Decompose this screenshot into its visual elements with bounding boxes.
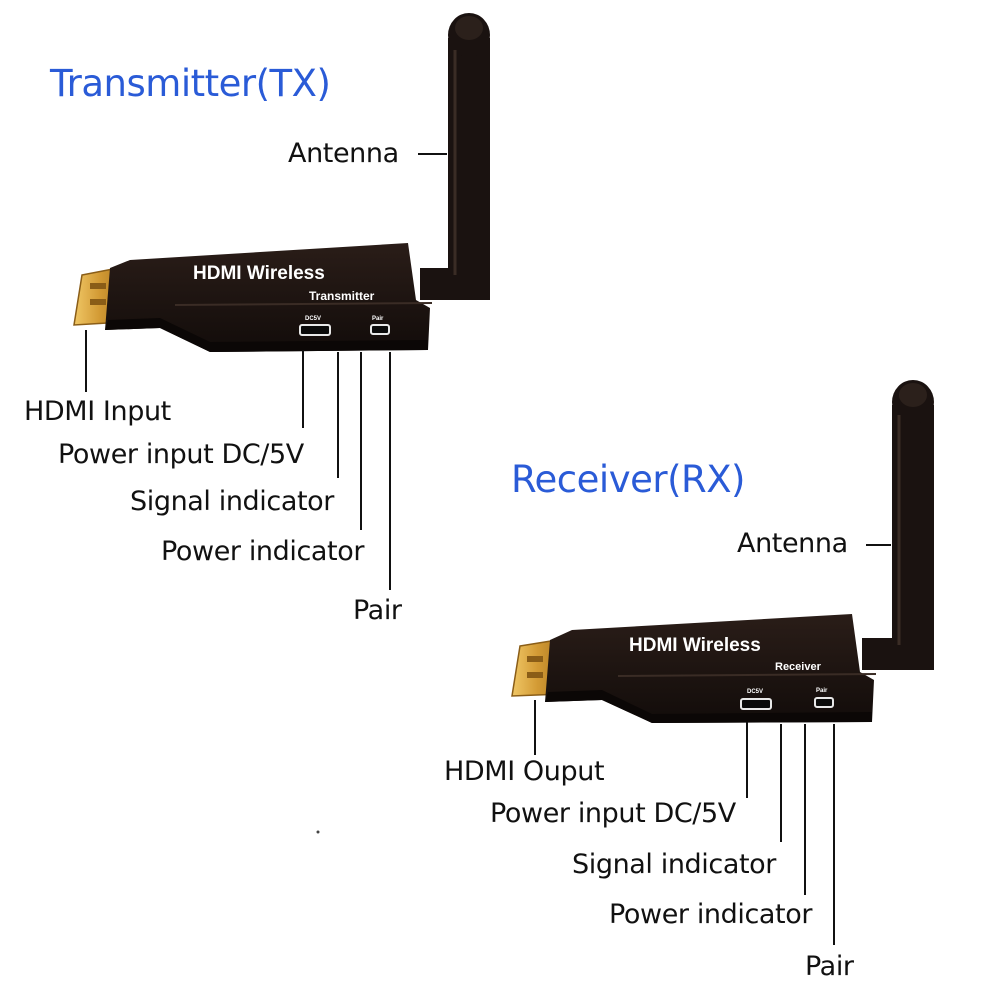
rx-port-dc-label: DC5V [747, 689, 763, 695]
tx-port-pair-label: Pair [372, 316, 384, 322]
rx-signal-indicator-label: Signal indicator [572, 849, 776, 880]
tx-port-dc-label: DC5V [305, 316, 321, 322]
rx-power-indicator-label: Power indicator [609, 899, 813, 930]
tx-body [105, 243, 433, 352]
tx-leader-lines [85, 153, 447, 590]
tx-pair-button [370, 324, 390, 335]
tx-pair-label: Pair [353, 595, 402, 626]
rx-device-sub: Receiver [775, 661, 822, 673]
rx-hdmi-output-label: HDMI Ouput [444, 756, 605, 787]
tx-antenna [420, 13, 490, 300]
transmitter-title: Transmitter(TX) [50, 62, 331, 105]
tx-signal-indicator-label: Signal indicator [130, 486, 334, 517]
speck [316, 830, 320, 834]
tx-device-sub: Transmitter [309, 289, 375, 303]
tx-antenna-label: Antenna [288, 138, 399, 169]
rx-power-input-label: Power input DC/5V [490, 798, 736, 829]
tx-power-indicator-label: Power indicator [161, 536, 365, 567]
tx-hdmi-input-label: HDMI Input [24, 396, 171, 427]
rx-dc-port [740, 698, 772, 710]
rx-body [545, 614, 877, 723]
tx-power-input-label: Power input DC/5V [58, 439, 304, 470]
transmitter-device: HDMI Wireless Transmitter DC5V Pair [73, 13, 490, 352]
rx-port-pair-label: Pair [816, 688, 828, 694]
receiver-title: Receiver(RX) [511, 458, 746, 501]
tx-device-name: HDMI Wireless [193, 263, 325, 284]
rx-leader-lines [534, 544, 891, 945]
tx-dc-port [299, 324, 331, 336]
rx-device-name: HDMI Wireless [629, 635, 761, 656]
rx-antenna [862, 380, 934, 670]
rx-pair-button [814, 697, 834, 708]
rx-pair-label: Pair [805, 951, 854, 982]
rx-antenna-label: Antenna [737, 528, 848, 559]
receiver-device: HDMI Wireless Receiver DC5V Pair [511, 380, 934, 723]
